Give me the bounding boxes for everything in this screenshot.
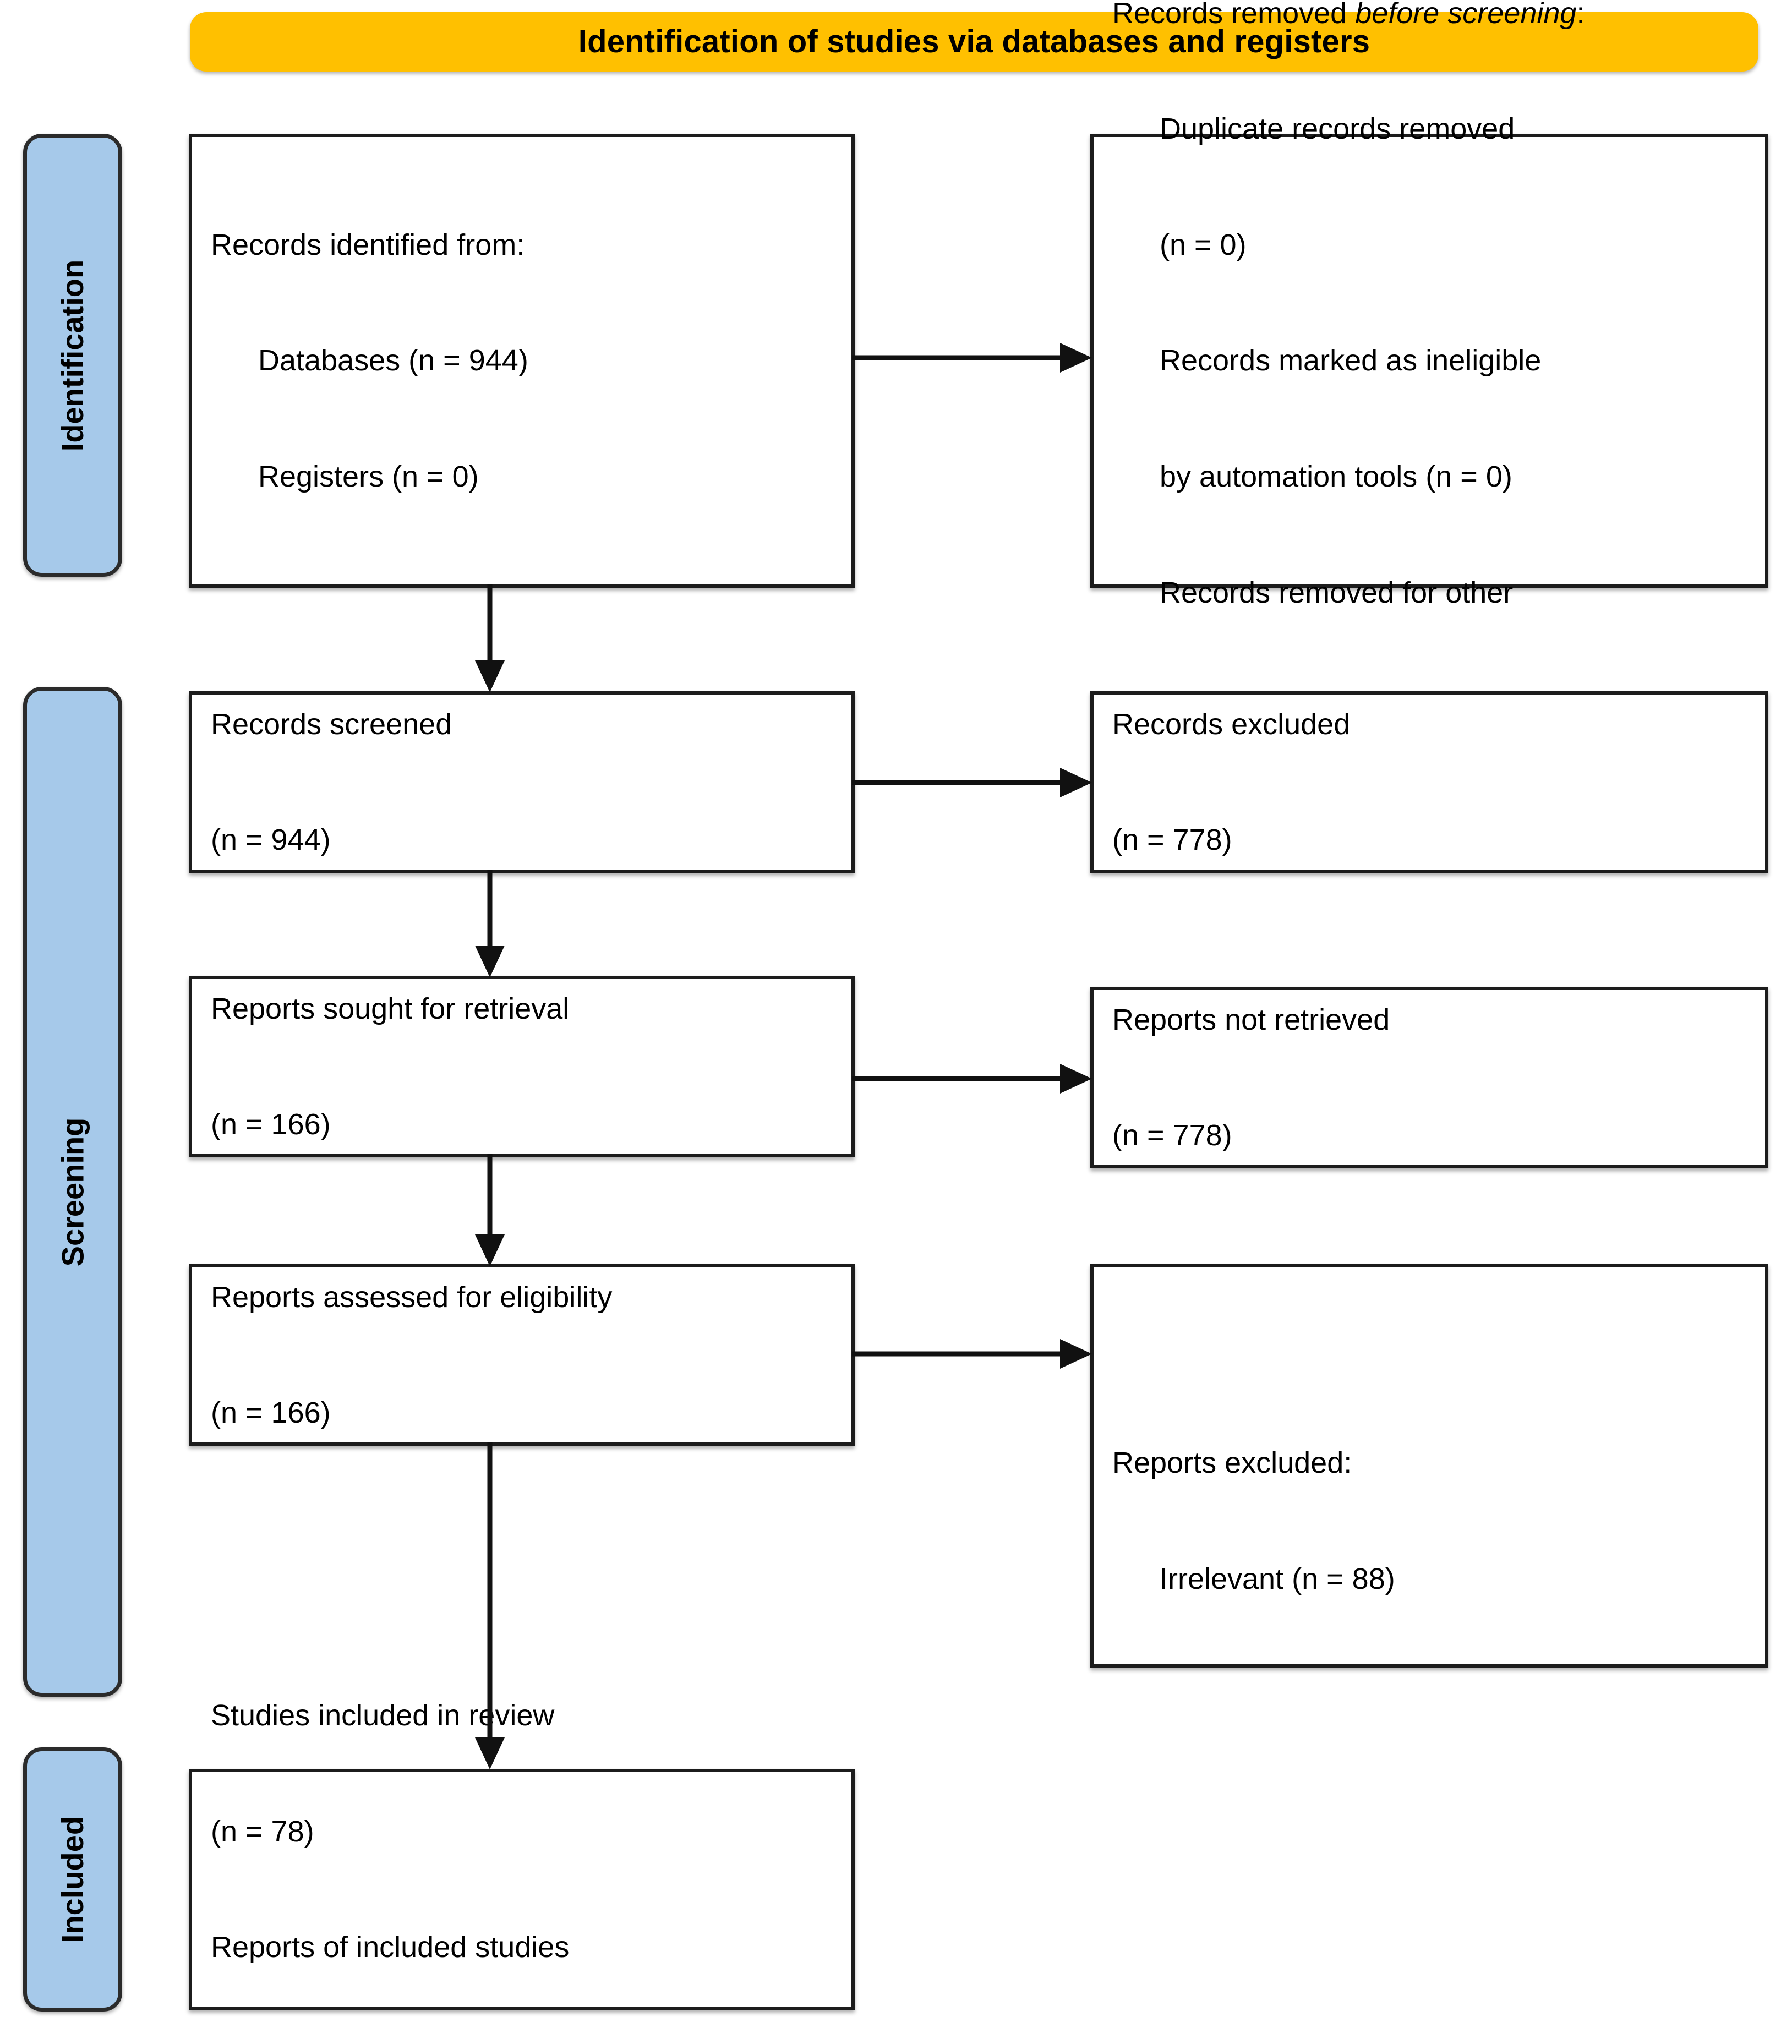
studies-included-title: Studies included in review [211, 1699, 555, 1733]
connector-screened-to-excluded [852, 766, 1094, 799]
records-removed-duplicates-n: (n = 0) [1160, 228, 1247, 261]
box-records-excluded-text: Records excluded (n = 778) [1112, 627, 1746, 937]
connector-screened-to-sought [473, 870, 506, 980]
records-excluded-count: (n = 778) [1112, 823, 1232, 857]
box-records-screened-text: Records screened (n = 944) [211, 627, 833, 937]
records-identified-registers: Registers (n = 0) [258, 460, 479, 493]
reports-excluded-irrelevant: Irrelevant (n = 88) [1160, 1562, 1395, 1595]
box-studies-included-text: Studies included in review (n = 78) Repo… [211, 1619, 833, 2044]
reports-not-retrieved-title: Reports not retrieved [1112, 1003, 1390, 1036]
reports-of-included-title: Reports of included studies [211, 1931, 570, 1964]
records-removed-duplicates: Duplicate records removed [1160, 112, 1515, 146]
reports-excluded-title: Reports excluded: [1112, 1446, 1352, 1480]
reports-not-retrieved-count: (n = 778) [1112, 1119, 1232, 1152]
records-removed-title-italic: before screening [1355, 0, 1577, 30]
records-identified-title: Records identified from: [211, 228, 525, 261]
box-reports-excluded: Reports excluded: Irrelevant (n = 88) [1090, 1264, 1768, 1668]
page-title: Identification of studies via databases … [578, 24, 1370, 60]
stage-label-identification: Identification [55, 259, 90, 451]
box-records-removed-text: Records removed before screening: Duplic… [1112, 0, 1746, 805]
stage-bar-included: Included [23, 1747, 122, 2012]
connector-sought-to-assessed [473, 1154, 506, 1269]
box-reports-not-retrieved-text: Reports not retrieved (n = 778) [1112, 923, 1746, 1232]
box-reports-assessed-text: Reports assessed for eligibility (n = 16… [211, 1200, 833, 1510]
stage-bar-identification: Identification [23, 134, 122, 577]
box-records-screened: Records screened (n = 944) [189, 691, 855, 873]
connector-identified-to-removed [852, 341, 1094, 374]
stage-label-screening: Screening [55, 1117, 90, 1266]
connector-sought-to-not-retrieved [852, 1062, 1094, 1095]
reports-assessed-title: Reports assessed for eligibility [211, 1280, 613, 1314]
records-removed-title-prefix: Records removed [1112, 0, 1356, 30]
connector-identified-to-screened [473, 584, 506, 695]
studies-included-count: (n = 78) [211, 1815, 314, 1848]
records-removed-ineligible: Records marked as ineligible [1160, 344, 1542, 378]
header-banner: Identification of studies via databases … [190, 12, 1758, 72]
connector-assessed-to-included [473, 1442, 506, 1772]
box-reports-assessed-for-eligibility: Reports assessed for eligibility (n = 16… [189, 1264, 855, 1446]
records-excluded-title: Records excluded [1112, 707, 1351, 741]
box-reports-excluded-text: Reports excluded: Irrelevant (n = 88) [1112, 1367, 1746, 1676]
records-screened-title: Records screened [211, 707, 452, 741]
records-screened-count: (n = 944) [211, 823, 331, 857]
reports-assessed-count: (n = 166) [211, 1396, 331, 1430]
stage-bar-screening: Screening [23, 687, 122, 1697]
records-removed-title: Records removed before screening: [1112, 0, 1746, 32]
box-records-identified: Records identified from: Databases (n = … [189, 134, 855, 588]
reports-sought-title: Reports sought for retrieval [211, 992, 570, 1025]
box-records-identified-text: Records identified from: Databases (n = … [211, 148, 833, 573]
stage-label-included: Included [55, 1816, 90, 1943]
reports-sought-count: (n = 166) [211, 1108, 331, 1141]
records-removed-other: Records removed for other [1160, 576, 1514, 609]
records-removed-title-suffix: : [1576, 0, 1585, 30]
box-records-excluded: Records excluded (n = 778) [1090, 691, 1768, 873]
box-studies-included: Studies included in review (n = 78) Repo… [189, 1699, 855, 2010]
box-reports-sought-for-retrieval: Reports sought for retrieval (n = 166) [189, 976, 855, 1157]
records-removed-ineligible-n: by automation tools (n = 0) [1160, 460, 1512, 493]
box-records-removed-before-screening: Records removed before screening: Duplic… [1090, 0, 1768, 725]
connector-assessed-to-reports-excluded [852, 1337, 1094, 1370]
box-reports-not-retrieved: Reports not retrieved (n = 778) [1090, 987, 1768, 1168]
records-identified-databases: Databases (n = 944) [258, 344, 528, 378]
box-reports-sought-text: Reports sought for retrieval (n = 166) [211, 912, 833, 1221]
